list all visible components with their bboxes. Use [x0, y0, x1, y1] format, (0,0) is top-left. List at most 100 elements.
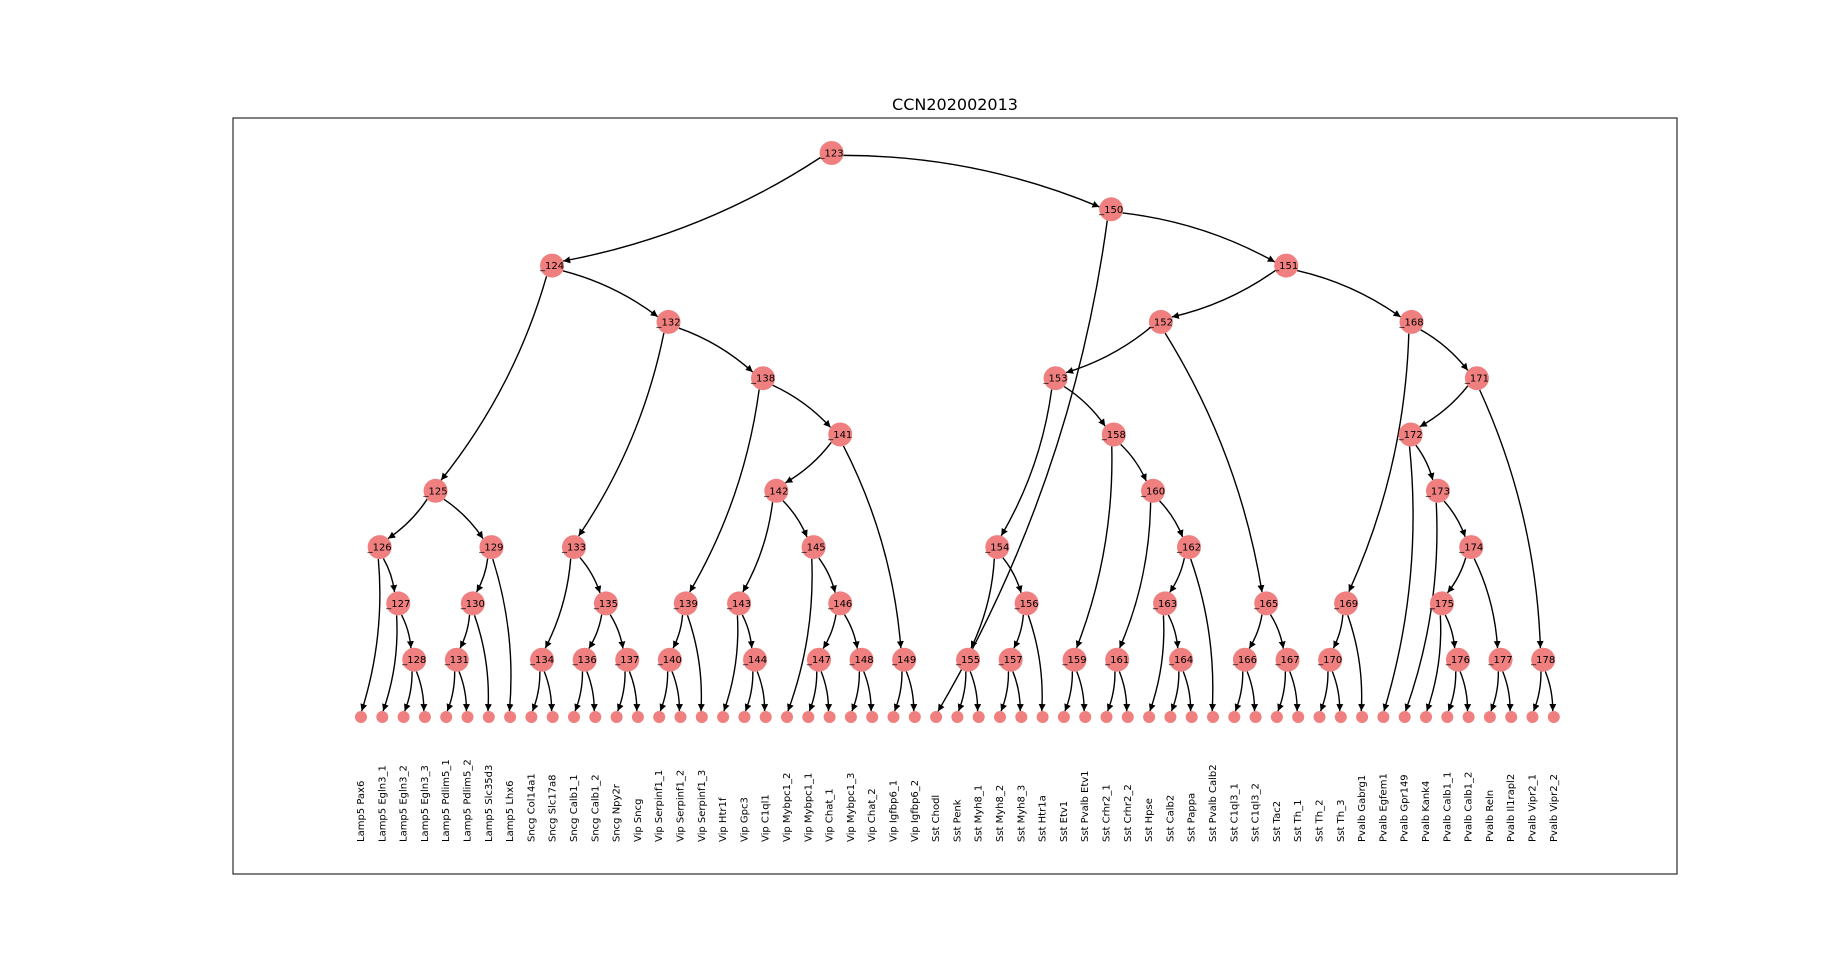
node-circle: [572, 647, 597, 672]
tree-edge: [1444, 614, 1458, 649]
node-circle: [743, 647, 768, 672]
leaf-label: Sst Pappa: [1187, 793, 1198, 842]
tree-edge: [1246, 671, 1259, 712]
tree-edge: [686, 615, 705, 712]
plot-frame: [232, 117, 1678, 875]
tree-edge: [492, 558, 514, 712]
tree-node: _143: [726, 591, 751, 616]
tree-edge: [1075, 446, 1113, 649]
node-circle: [367, 535, 392, 560]
leaf-node: [397, 711, 410, 723]
tree-edge: [741, 614, 755, 649]
node-circle: [751, 366, 776, 391]
node-label: _168: [1398, 317, 1423, 328]
tree-edge: [1190, 558, 1217, 712]
tree-edge: [937, 220, 1108, 712]
leaf-label: Sst Th_3: [1336, 800, 1347, 842]
leaf-node: [844, 711, 857, 723]
leaf-node: [1270, 711, 1283, 723]
node-label: _137: [614, 655, 639, 666]
node-label: _178: [1530, 655, 1555, 666]
tree-node: _178: [1530, 647, 1555, 672]
node-circle: [849, 647, 874, 672]
leaf-node: [1228, 711, 1241, 723]
tree-edge: [1289, 671, 1301, 712]
tree-node: _145: [801, 535, 826, 560]
leaf-label: Sst Hpse: [1144, 798, 1155, 842]
tree-node: _126: [367, 535, 392, 560]
leaf-node: [376, 711, 389, 723]
node-label: _155: [955, 655, 980, 666]
leaf-label: Sncg Npy2r: [612, 783, 623, 842]
tree-node: _129: [478, 535, 504, 560]
tree-edge: [1106, 671, 1116, 712]
tree-edge: [1348, 333, 1410, 592]
tree-edge: [588, 614, 603, 649]
node-label: _142: [763, 486, 788, 497]
node-circle: [998, 647, 1023, 672]
tree-edge: [756, 671, 769, 712]
tree-edge: [1331, 671, 1344, 712]
tree-edge: [1027, 615, 1046, 712]
leaf-label: Vip Mybpc1_1: [803, 773, 814, 842]
leaf-label: Vip Chat_2: [867, 788, 878, 842]
leaf-label: Sst C1ql3_2: [1251, 783, 1262, 842]
leaf-node: [610, 711, 623, 723]
node-circle: [1398, 422, 1423, 447]
leaf-node: [972, 711, 985, 723]
node-circle: [444, 647, 469, 672]
node-label: _139: [673, 599, 698, 610]
tree-node: _157: [998, 647, 1023, 672]
tree-node: _170: [1317, 647, 1342, 672]
tree-edge: [785, 442, 832, 484]
tree-node: _127: [385, 591, 410, 616]
tree-edge: [1420, 329, 1469, 371]
node-circle: [828, 591, 853, 616]
leaf-label: Lamp5 Slc35d3: [484, 765, 495, 842]
tree-node: _152: [1148, 309, 1173, 334]
tree-edge: [1532, 671, 1542, 712]
tree-node: _159: [1062, 647, 1087, 672]
leaf-label: Pvalb Gabrg1: [1357, 775, 1368, 842]
node-circle: [1488, 647, 1513, 672]
node-circle: [828, 422, 853, 447]
leaf-label: Vip Sncg: [633, 799, 644, 842]
node-circle: [1169, 647, 1194, 672]
tree-edge: [671, 671, 683, 712]
node-label: _126: [367, 543, 392, 554]
node-circle: [1425, 478, 1450, 503]
leaf-label: Lamp5 Egln3_3: [420, 765, 431, 842]
tree-edge: [1234, 671, 1244, 712]
tree-node: _172: [1398, 422, 1423, 447]
leaf-label: Vip C1ql1: [761, 794, 772, 842]
tree-edge: [544, 558, 572, 649]
tree-edge: [808, 671, 818, 712]
node-label: _149: [891, 655, 916, 666]
node-label: _131: [444, 655, 469, 666]
node-label: _127: [385, 599, 410, 610]
tree-edge: [531, 671, 541, 712]
node-label: _162: [1176, 543, 1201, 554]
leaf-label: Sncg Calb1_1: [569, 774, 580, 842]
leaf-node: [908, 711, 921, 723]
node-label: _177: [1488, 655, 1513, 666]
tree-edge: [574, 671, 584, 712]
tree-edge: [543, 671, 556, 712]
node-circle: [985, 535, 1010, 560]
tree-edge: [1415, 444, 1435, 481]
tree-node: _146: [827, 591, 853, 616]
tree-node: _132: [655, 309, 681, 334]
tree-node: _166: [1232, 647, 1257, 672]
node-label: _165: [1253, 599, 1278, 610]
tree-edge: [1502, 671, 1514, 712]
node-label: _164: [1168, 655, 1193, 666]
leaf-node: [1483, 711, 1496, 723]
node-circle: [423, 478, 448, 503]
edges-layer: [360, 154, 1557, 712]
leaf-label: Vip Serpinf1_2: [676, 770, 687, 842]
node-circle: [1101, 422, 1126, 447]
leaf-label: Vip Igfbp6_1: [889, 780, 900, 842]
leaf-node: [1377, 711, 1390, 723]
leaf-label: Pvalb Kank4: [1421, 781, 1432, 842]
node-label: _125: [423, 486, 448, 497]
